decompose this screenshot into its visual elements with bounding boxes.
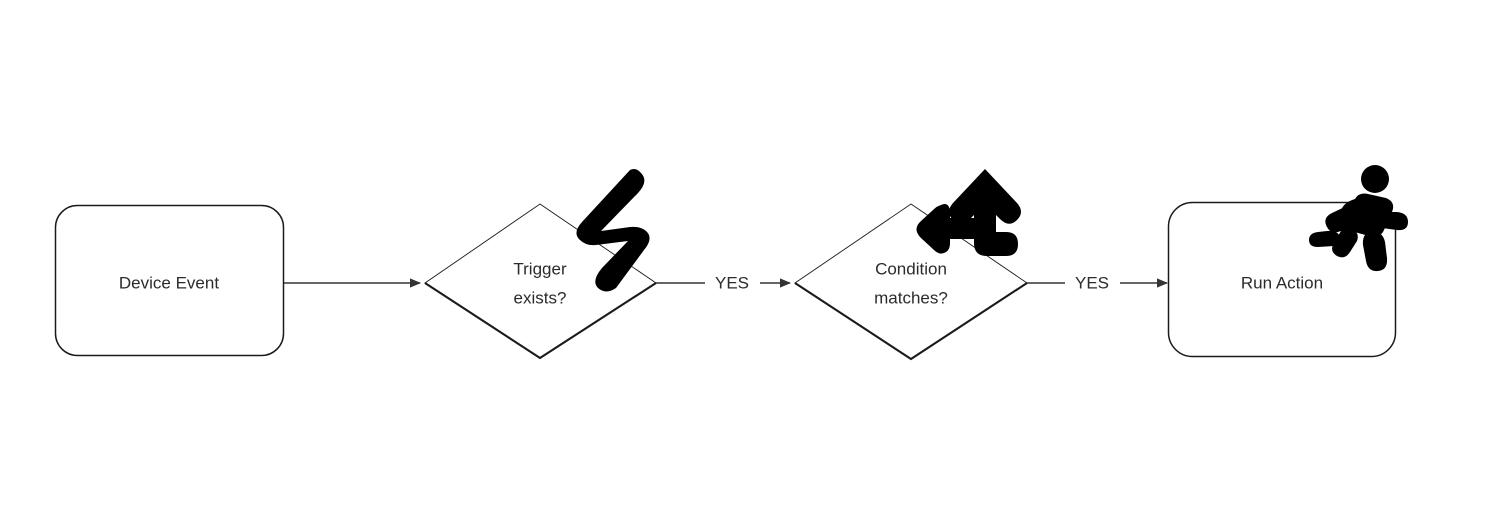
running-person-icon — [1309, 165, 1408, 272]
edge-trigger-to-condition: YES — [656, 273, 791, 292]
condition-matches-lower-edges — [794, 282, 1028, 361]
edge-trigger-to-condition-arrowhead — [780, 278, 791, 288]
node-condition-matches[interactable]: Condition matches? — [794, 203, 1028, 361]
device-event-label: Device Event — [119, 273, 219, 292]
trigger-exists-lower-edges — [424, 282, 657, 360]
condition-matches-label-line2: matches? — [874, 288, 948, 307]
condition-matches-label-line1: Condition — [875, 259, 947, 278]
edge-event-to-trigger — [284, 278, 421, 288]
edge-condition-to-action: YES — [1027, 273, 1168, 292]
node-trigger-exists[interactable]: Trigger exists? — [424, 203, 657, 360]
device-event-shape[interactable] — [54, 204, 285, 357]
trigger-exists-shape[interactable] — [424, 203, 657, 359]
edge-condition-to-action-label: YES — [1075, 273, 1109, 292]
trigger-exists-label-line1: Trigger — [513, 259, 567, 278]
lightning-bolt-icon — [576, 169, 650, 292]
edge-condition-to-action-arrowhead — [1157, 278, 1168, 288]
edge-event-to-trigger-arrowhead — [410, 278, 421, 288]
edge-trigger-to-condition-label: YES — [715, 273, 749, 292]
trigger-exists-label-line2: exists? — [514, 288, 567, 307]
fork-arrow-icon — [916, 169, 1021, 256]
run-action-label: Run Action — [1241, 273, 1323, 292]
node-device-event[interactable]: Device Event — [54, 204, 285, 357]
